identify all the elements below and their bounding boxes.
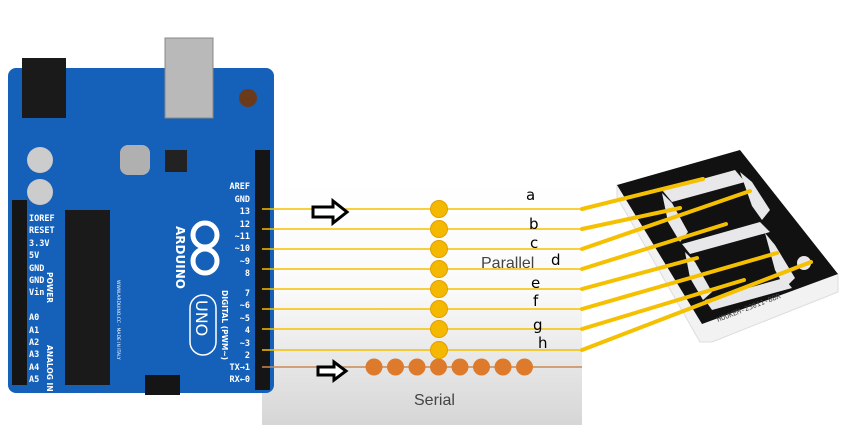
parallel-bit (430, 220, 448, 238)
pin-label: TX→1 (230, 363, 250, 373)
pin-label: ~9 (240, 257, 250, 267)
pin-label: A0 (29, 313, 39, 323)
segment-label-b: b (529, 215, 539, 233)
parallel-bit (430, 260, 448, 278)
pin-label: 3.3V (29, 239, 49, 249)
pin-label: RX←0 (230, 375, 250, 385)
capacitor (27, 179, 53, 205)
parallel-bit (430, 200, 448, 218)
pin-label: A1 (29, 326, 39, 336)
pin-label: A3 (29, 350, 39, 360)
segment-label-d: d (551, 251, 561, 269)
serial-label: Serial (414, 392, 455, 409)
digital-label: DIGITAL (PWM~) (220, 290, 229, 360)
pin-label: A4 (29, 363, 39, 373)
pin-label: AREF (230, 182, 250, 192)
arduino-uno-board: ARDUINO UNO DIGITAL (PWM~) POWER ANALOG … (8, 37, 274, 395)
segment-label-g: g (533, 316, 543, 334)
pin-label: ~5 (240, 314, 250, 324)
board-model: UNO (192, 300, 211, 336)
segment-label-h: h (538, 334, 548, 352)
pin-label: GND (29, 276, 44, 286)
pin-label: A2 (29, 338, 39, 348)
icsp-header (145, 375, 180, 395)
pin-label: 13 (240, 207, 250, 217)
made-in-label: WWW.ARDUINO.CC - MADE IN ITALY (115, 280, 121, 360)
pin-label: 7 (245, 289, 250, 299)
pin-label: ~3 (240, 339, 250, 349)
digital-header (255, 150, 270, 390)
segment-label-a: a (526, 186, 535, 204)
pin-label: 2 (245, 351, 250, 361)
board-brand: ARDUINO (173, 226, 187, 289)
analog-label: ANALOG IN (45, 345, 54, 392)
crystal (120, 145, 150, 175)
segment-lead-wire (580, 260, 813, 352)
pin-label: 4 (245, 326, 250, 336)
pin-label: 8 (245, 269, 250, 279)
parallel-bit (430, 280, 448, 298)
serial-bit (473, 358, 490, 376)
serial-bit (387, 358, 404, 376)
segment-lead-wire (580, 256, 699, 291)
pin-label: Vin (29, 287, 44, 298)
segment-lead-wire (580, 177, 705, 211)
capacitor (27, 147, 53, 173)
pin-label: RESET (29, 226, 55, 236)
segment-label-f: f (533, 292, 539, 310)
power-label: POWER (45, 272, 54, 303)
parallel-label: Parallel (481, 255, 534, 272)
segment-lead-wire (580, 189, 752, 251)
pin-label: GND (29, 264, 44, 274)
segment-label-c: c (530, 234, 538, 252)
serial-arrow-icon (316, 359, 349, 383)
serial-bit (494, 358, 512, 376)
pin-label: ~10 (235, 244, 250, 254)
parallel-arrow-icon (311, 197, 350, 227)
parallel-bit (430, 300, 448, 318)
reset-button (239, 89, 257, 107)
usb-chip (165, 150, 187, 172)
power-analog-header (12, 200, 27, 385)
segment-lead-wire (580, 206, 682, 231)
pin-label: 5V (29, 251, 39, 261)
pin-label: IOREF (29, 214, 55, 224)
segment-lead-wire (580, 251, 779, 311)
usb-port (164, 37, 214, 119)
pin-label: ~6 (240, 301, 250, 311)
pin-label: 12 (240, 220, 250, 230)
diagram-background (262, 180, 582, 425)
segment-label-e: e (531, 274, 540, 292)
parallel-bit (430, 240, 448, 258)
serial-bit (451, 358, 469, 376)
power-jack (22, 58, 66, 118)
serial-bit (516, 358, 533, 376)
display-segments (662, 170, 795, 310)
segment-lead-wire (580, 278, 746, 331)
segment-lead-wire (580, 222, 728, 271)
pin-label: ~11 (235, 232, 250, 242)
parallel-bit (430, 320, 448, 338)
serial-bit (430, 358, 447, 376)
serial-bit (408, 358, 426, 376)
arduino-logo (190, 220, 220, 276)
serial-bit (365, 358, 383, 376)
pin-label: GND (235, 195, 250, 205)
microcontroller-chip (65, 210, 110, 385)
seven-segment-display: HOUKEM-23011-BBR (616, 150, 839, 343)
parallel-bit (430, 341, 448, 359)
pin-label: A5 (29, 375, 39, 385)
